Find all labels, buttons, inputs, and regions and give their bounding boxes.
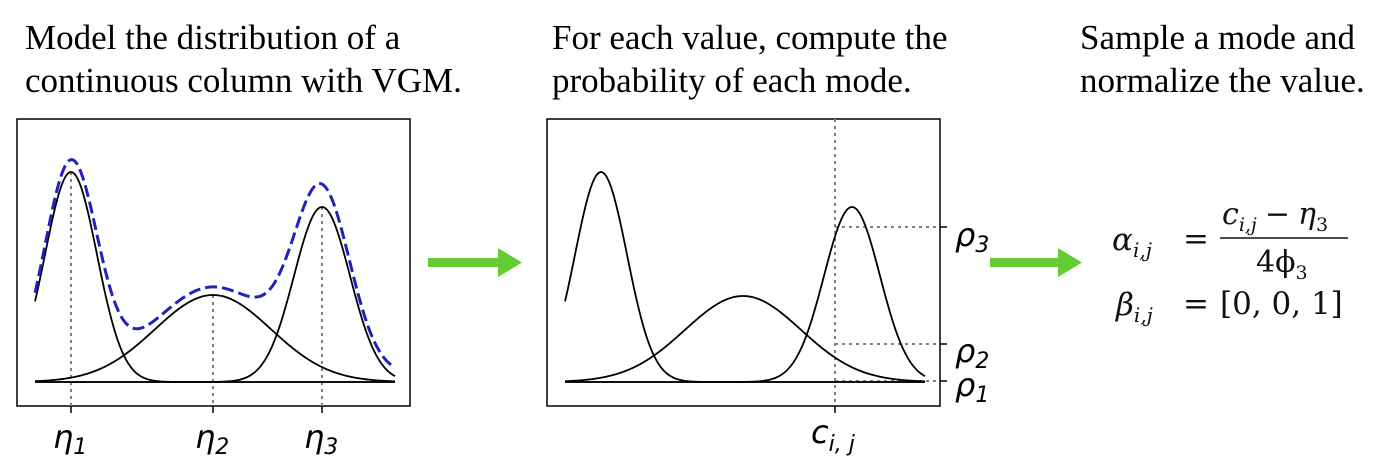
- arrow-step2-to-step3: [990, 248, 1082, 277]
- p2-mode1-curve: [564, 171, 925, 383]
- step2-caption-line1: For each value, compute the: [552, 18, 948, 57]
- p2-mode3-curve: [565, 206, 926, 383]
- tick-label-cij: ci, j: [811, 413, 856, 457]
- step2-caption: For each value, compute the probability …: [552, 16, 948, 102]
- alpha-denominator: 4ϕ3: [1256, 245, 1308, 284]
- step1-caption-line1: Model the distribution of a: [25, 18, 401, 57]
- tick-label-rho1: ρ1: [955, 366, 989, 408]
- step2-caption-line2: probability of each mode.: [552, 61, 912, 100]
- alpha-equals: =: [1183, 221, 1209, 257]
- mode2-curve: [34, 294, 396, 383]
- step3-caption-line1: Sample a mode and: [1080, 18, 1356, 57]
- panel-vgm-model: η1 η2 η3: [16, 118, 411, 460]
- beta-equation: βi,j = [0, 0, 1]: [1115, 286, 1343, 327]
- panel2-ticks: ci, j ρ3 ρ2 ρ1: [811, 216, 989, 457]
- beta-equals: =: [1183, 286, 1209, 322]
- alpha-lhs: αi,j: [1112, 222, 1152, 262]
- step3-caption-line2: normalize the value.: [1080, 61, 1365, 100]
- alpha-numerator: ci,j−η3: [1222, 197, 1328, 236]
- step1-caption-line2: continuous column with VGM.: [25, 61, 462, 100]
- panel1-mode-curves: [34, 171, 396, 383]
- tick-label-eta2: η2: [195, 418, 229, 460]
- tick-label-rho3: ρ3: [955, 216, 989, 258]
- tick-label-eta3: η3: [304, 418, 338, 460]
- panel1-mode-guides: [70, 172, 323, 406]
- panel1-x-ticks: η1 η2 η3: [53, 406, 338, 460]
- panel-mode-probability: ci, j ρ3 ρ2 ρ1: [546, 118, 989, 457]
- tick-label-rho2: ρ2: [955, 332, 989, 374]
- panel2-guides: [834, 119, 940, 406]
- panel2-frame: [546, 118, 941, 407]
- mixture-density-curve: [33, 158, 396, 369]
- beta-lhs: βi,j: [1115, 287, 1153, 327]
- arrow-step1-to-step2: [428, 248, 522, 277]
- mode3-curve: [35, 206, 396, 383]
- panel2-mode-curves: [564, 171, 926, 383]
- step1-caption: Model the distribution of a continuous c…: [25, 16, 462, 102]
- p2-mode2-curve: [564, 295, 926, 383]
- tick-label-eta1: η1: [53, 418, 87, 460]
- normalization-equations: αi,j = ci,j−η3 4ϕ3 βi,j = [0, 0, 1]: [1112, 197, 1348, 327]
- beta-rhs: [0, 0, 1]: [1220, 286, 1343, 322]
- alpha-equation: αi,j = ci,j−η3 4ϕ3: [1112, 197, 1348, 284]
- step3-caption: Sample a mode and normalize the value.: [1080, 16, 1365, 102]
